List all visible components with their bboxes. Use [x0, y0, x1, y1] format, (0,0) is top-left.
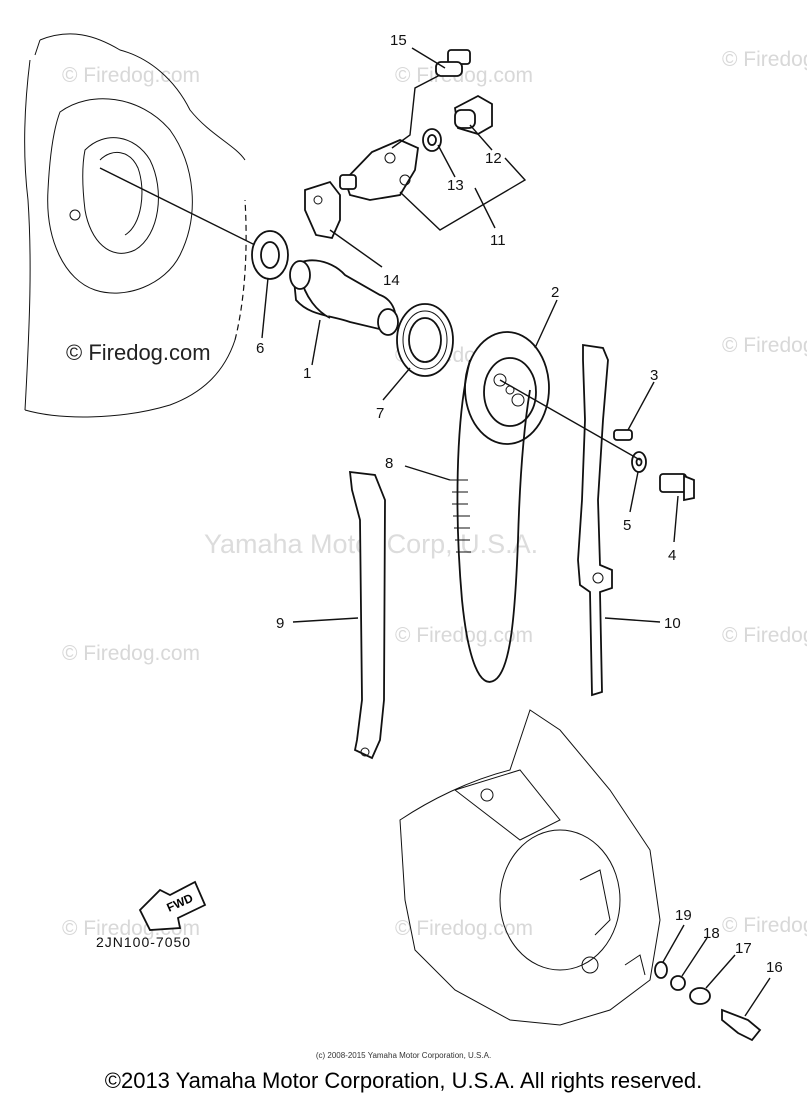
- bolt-15: [435, 49, 471, 77]
- callout-labels: 1 2 3 4 5 6 7 8 9 10 11 12 13 14 15 16 1…: [256, 32, 783, 976]
- small-copyright: (c) 2008-2015 Yamaha Motor Corporation, …: [315, 1051, 492, 1060]
- callout-12: 12: [485, 150, 502, 167]
- cam-sprocket-2: [464, 331, 550, 445]
- nut-18: [670, 975, 686, 991]
- callout-9: 9: [276, 615, 284, 632]
- callout-5: 5: [623, 517, 631, 534]
- watermark-text: © Firedog.com: [395, 624, 533, 647]
- assembly-line: [499, 379, 641, 461]
- bearing-6: [251, 230, 289, 280]
- cylinder-head: [24, 33, 247, 418]
- callout-2: 2: [551, 284, 559, 301]
- cam-chain-8: [450, 359, 531, 683]
- bolt-4: [659, 473, 695, 502]
- watermark-text: © Firedog.com: [722, 914, 807, 937]
- footer-copyright: ©2013 Yamaha Motor Corporation, U.S.A. A…: [104, 1068, 703, 1093]
- callout-18: 18: [703, 925, 720, 942]
- o-ring-19: [654, 961, 668, 979]
- fwd-arrow: FWD: [138, 880, 207, 931]
- callout-16: 16: [766, 959, 783, 976]
- callout-7: 7: [376, 405, 384, 422]
- callout-17: 17: [735, 940, 752, 957]
- watermark-text: © Firedog.com: [62, 642, 200, 665]
- tensioner-11: [339, 139, 419, 201]
- callout-4: 4: [668, 547, 676, 564]
- callout-14: 14: [383, 272, 400, 289]
- watermark-text: © Firedog.com: [722, 624, 807, 647]
- bearing-7: [396, 303, 454, 377]
- callout-11: 11: [490, 232, 506, 249]
- watermark-text: © Firedog.com: [722, 334, 807, 357]
- watermark-text: © Firedog.com: [395, 64, 533, 87]
- callout-19: 19: [675, 907, 692, 924]
- tensioner-guide-10: [577, 343, 613, 697]
- washer-5: [631, 451, 647, 473]
- watermarks: © Firedog.com © Firedog.com © Firedog.co…: [62, 48, 807, 940]
- gasket-14: [304, 180, 341, 240]
- chain-guide-9: [348, 470, 386, 760]
- callout-13: 13: [447, 177, 464, 194]
- callout-10: 10: [664, 615, 681, 632]
- o-ring-13: [422, 128, 442, 152]
- camshaft-1: [289, 259, 399, 336]
- spacer-17: [689, 987, 711, 1005]
- callout-3: 3: [650, 367, 658, 384]
- plug-bolt-16: [721, 1008, 762, 1042]
- watermark-text: © Firedog.com: [722, 48, 807, 71]
- crankcase: [399, 709, 661, 1026]
- callout-15: 15: [390, 32, 407, 49]
- diagram-code: 2JN100-7050: [96, 934, 192, 950]
- leader-lines: [261, 47, 771, 1017]
- cap-bolt-12: [454, 94, 493, 135]
- callout-6: 6: [256, 340, 264, 357]
- assembly-line: [99, 167, 266, 251]
- watermark-text: © Firedog.com: [395, 917, 533, 940]
- callout-1: 1: [303, 365, 311, 382]
- dowel-3: [613, 429, 633, 441]
- callout-8: 8: [385, 455, 393, 472]
- watermark-text-dark: © Firedog.com: [66, 340, 211, 365]
- watermark-text: © Firedog.com: [62, 64, 200, 87]
